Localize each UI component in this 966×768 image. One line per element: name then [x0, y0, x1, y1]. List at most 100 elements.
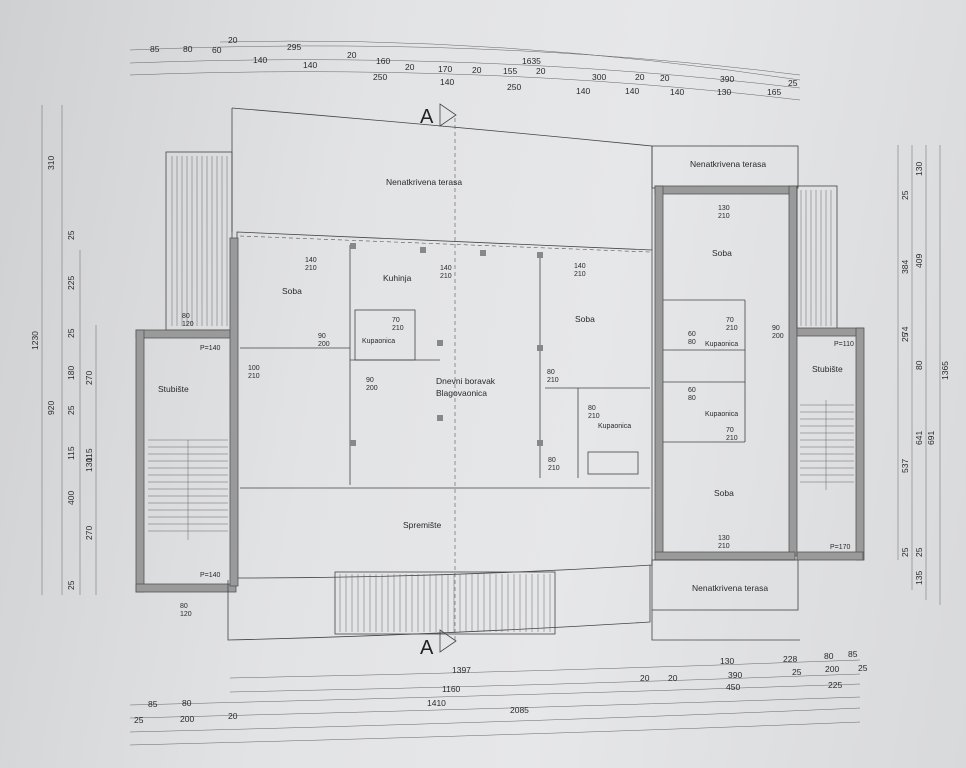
- left-dim: 400: [66, 491, 76, 505]
- top-dim-1: 295: [287, 42, 301, 52]
- door-dim-width: 60: [688, 331, 696, 338]
- top-dim-2: 130: [717, 87, 731, 97]
- door-dim-height: 210: [440, 273, 452, 280]
- top-dim-1: 20: [347, 50, 357, 60]
- bottom-dim-1: 1397: [452, 665, 471, 675]
- left-dim: 920: [46, 401, 56, 415]
- room-soba-right-top: Soba: [712, 248, 732, 258]
- top-dim-1: 20: [536, 66, 546, 76]
- top-dim-1: 20: [472, 65, 482, 75]
- room-spremiste: Spremište: [403, 520, 442, 530]
- section-label-top: A: [420, 106, 434, 128]
- door-dim-height: 210: [574, 271, 586, 278]
- left-dim: 115: [84, 448, 94, 462]
- left-dim: 225: [66, 276, 76, 290]
- door-dim-height: 210: [548, 465, 560, 472]
- top-dim-1: 300: [592, 72, 606, 82]
- top-dim-2: 140: [253, 55, 267, 65]
- top-dim-2: 250: [507, 82, 521, 92]
- left-dim: 270: [84, 371, 94, 385]
- room-dnevni-boravak: Dnevni boravak: [436, 376, 496, 386]
- door-dim-width: 80: [548, 457, 556, 464]
- top-dim-1: 155: [503, 66, 517, 76]
- top-dim-1: 85: [150, 44, 160, 54]
- room-stubiste-right: Stubište: [812, 364, 843, 374]
- room-kupaonica-2: Kupaonica: [598, 423, 631, 430]
- left-dim: 25: [66, 580, 76, 590]
- room-soba-mid: Soba: [575, 314, 595, 324]
- room-kupaonica-4: Kupaonica: [705, 411, 738, 418]
- room-kupaonica-3: Kupaonica: [705, 341, 738, 348]
- bottom-dim-3: 450: [726, 682, 740, 692]
- top-dim-2: 140: [303, 60, 317, 70]
- building-outline: [135, 107, 865, 641]
- stair-landing-label: P=170: [830, 544, 851, 551]
- left-dim: 130: [84, 458, 94, 472]
- top-dim-1: 20: [405, 62, 415, 72]
- door-dim-width: 90: [318, 333, 326, 340]
- right-dim: 25: [914, 547, 924, 557]
- left-dim: 310: [46, 156, 56, 170]
- bottom-dim-5: 1410: [427, 698, 446, 708]
- bottom-dim-2: 20: [668, 673, 678, 683]
- door-dim-width: 130: [718, 535, 730, 542]
- bottom-dim-1: 228: [783, 654, 797, 664]
- bottom-dim-5: 20: [228, 711, 238, 721]
- door-dim-height: 210: [392, 325, 404, 332]
- top-dim-2: 140: [440, 77, 454, 87]
- left-dim: 180: [66, 366, 76, 380]
- bottom-dim-1: 130: [720, 656, 734, 666]
- door-dim-height: 210: [718, 213, 730, 220]
- left-dim: 25: [66, 405, 76, 415]
- top-dim-1: 25: [788, 78, 798, 88]
- door-dim-width: 80: [588, 405, 596, 412]
- top-dim-2: 140: [576, 86, 590, 96]
- left-dim: 25: [66, 230, 76, 240]
- section-marker-bottom: A: [420, 629, 457, 659]
- door-dim-height: 210: [588, 413, 600, 420]
- door-dim-width: 130: [718, 205, 730, 212]
- top-dim-2: 140: [625, 86, 639, 96]
- door-labels: 1402108012090200100210902001402107021080…: [180, 205, 784, 618]
- room-labels: Nenatkrivena terasa Nenatkrivena terasa …: [158, 159, 843, 593]
- section-marker-top: A: [420, 103, 457, 128]
- right-dim: 25: [900, 190, 910, 200]
- right-dim: 384: [900, 260, 910, 274]
- right-dimension-lines: [897, 145, 941, 605]
- door-dim-height: 210: [305, 265, 317, 272]
- door-dim-height: 80: [688, 339, 696, 346]
- right-dim: 135: [914, 571, 924, 585]
- bottom-dim-2: 25: [858, 663, 868, 673]
- left-dimension-lines: [41, 105, 97, 595]
- door-dim-width: 70: [392, 317, 400, 324]
- door-dim-width: 60: [688, 387, 696, 394]
- stair-landing-label: P=110: [834, 341, 854, 348]
- room-terrace-top: Nenatkrivena terasa: [386, 177, 462, 187]
- room-stubiste-left: Stubište: [158, 384, 189, 394]
- bottom-dim-5: 25: [134, 715, 144, 725]
- door-dim-width: 80: [547, 369, 555, 376]
- right-dim: 25: [900, 547, 910, 557]
- top-dim-1: 80: [183, 44, 193, 54]
- right-dim: 25: [900, 332, 910, 342]
- left-dim: 115: [66, 446, 76, 460]
- bottom-dim-2: 390: [728, 670, 742, 680]
- right-dim: 691: [926, 431, 936, 445]
- bottom-dimension-lines: [129, 659, 861, 746]
- top-dim-2: 165: [767, 87, 781, 97]
- right-dim: 74: [900, 326, 910, 336]
- room-terrace-right-bottom: Nenatkrivena terasa: [692, 583, 768, 593]
- left-dim: 270: [84, 526, 94, 540]
- bottom-dim-2: 200: [825, 664, 839, 674]
- stair-landing-label: P=140: [200, 345, 221, 352]
- door-dim-width: 70: [726, 427, 734, 434]
- bottom-dim-3: 1160: [442, 684, 461, 694]
- door-dim-width: 140: [440, 265, 452, 272]
- door-dim-height: 210: [726, 325, 738, 332]
- door-dim-height: 120: [182, 321, 194, 328]
